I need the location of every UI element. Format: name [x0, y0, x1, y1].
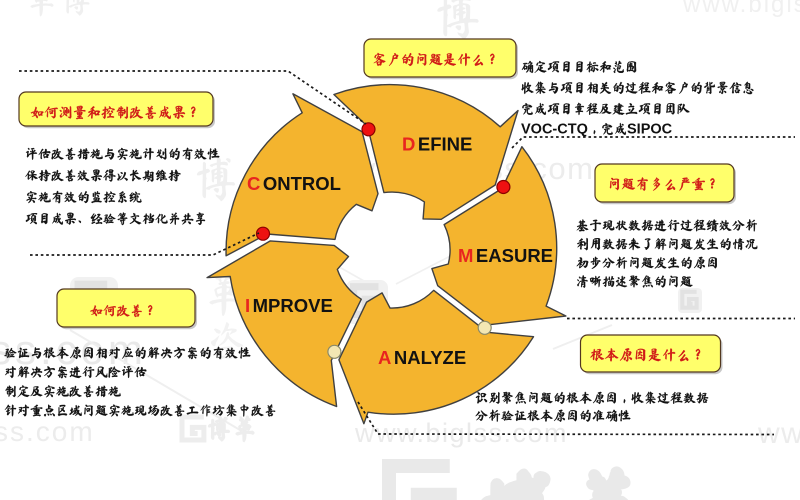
svg-text:ss.com: ss.com — [0, 416, 95, 447]
svg-text:SIPOC: SIPOC — [627, 122, 673, 138]
svg-text:VOC-CTQ: VOC-CTQ — [521, 122, 588, 138]
svg-text:www.biglss.com: www.biglss.com — [354, 418, 568, 448]
svg-text:www.b: www.b — [757, 417, 800, 450]
svg-text:www.bigls: www.bigls — [682, 0, 800, 18]
